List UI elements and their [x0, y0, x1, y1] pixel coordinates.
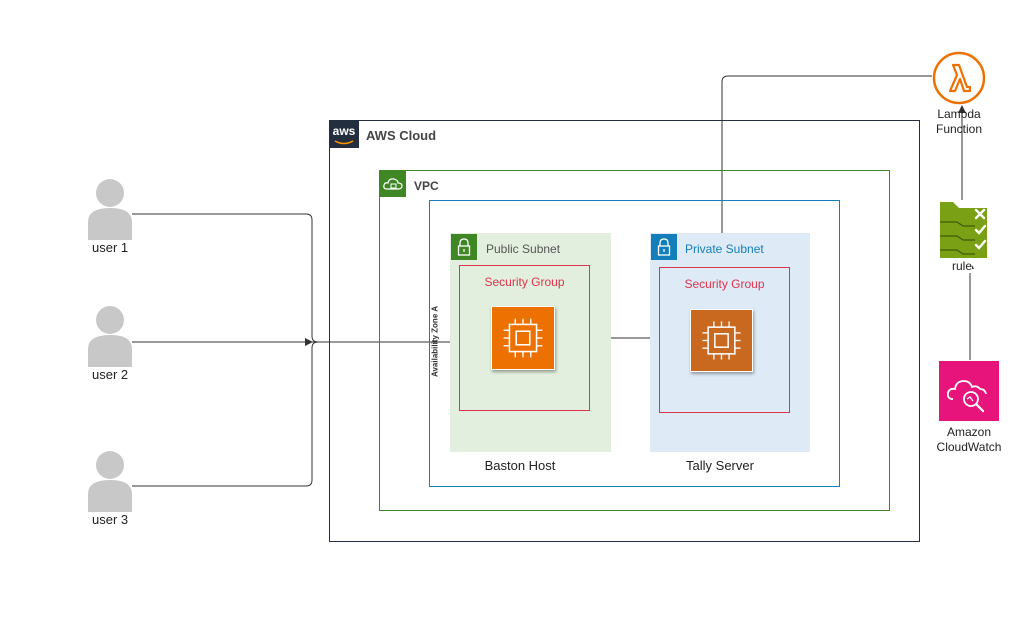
security-group-label: Security Group [684, 277, 765, 291]
security-group-private [659, 267, 790, 413]
security-group-label: Security Group [484, 275, 565, 289]
baston-host-label: Baston Host [484, 458, 556, 473]
lambda-label-line1: Lambda [937, 107, 981, 121]
vpc-group [379, 170, 890, 511]
user1-wire [132, 213, 319, 343]
user-icon [88, 179, 132, 240]
user-label: user 3 [92, 512, 129, 527]
user-icon [88, 306, 132, 367]
lambda-label-line2: Function [935, 122, 983, 136]
rule-icon [939, 200, 989, 260]
user-icon [88, 451, 132, 512]
wire-lambda-to-tally [718, 75, 932, 309]
user-3: user 3 [86, 450, 136, 527]
lambda-icon [932, 51, 986, 105]
availability-zone-label: Availability Zone A [430, 306, 440, 377]
lock-icon [451, 234, 477, 260]
vpc-title: VPC [414, 179, 439, 193]
public-subnet-title: Public Subnet [486, 242, 561, 256]
user-2: user 2 [86, 305, 136, 382]
ec2-instance-icon [690, 309, 753, 372]
user-label: user 1 [92, 240, 129, 255]
user3-wire [132, 341, 319, 487]
security-group-public [459, 265, 590, 411]
user-1: user 1 [86, 178, 136, 255]
cloudwatch-label-line2: CloudWatch [936, 440, 1002, 454]
private-subnet-title: Private Subnet [685, 242, 764, 256]
lock-icon [651, 234, 677, 260]
cloudwatch-label-line1: Amazon [946, 425, 992, 439]
availability-zone-group [429, 200, 840, 487]
vpc-cloud-icon [380, 171, 406, 197]
rule-label: rule [952, 259, 973, 273]
aws-cloud-group [329, 120, 920, 542]
cloudwatch-icon [939, 361, 999, 421]
user-label: user 2 [92, 367, 129, 382]
aws-cloud-title: AWS Cloud [366, 128, 437, 143]
aws-logo-icon: aws [329, 120, 359, 148]
tally-server-label: Tally Server [686, 458, 754, 473]
ec2-instance-icon [491, 306, 555, 370]
